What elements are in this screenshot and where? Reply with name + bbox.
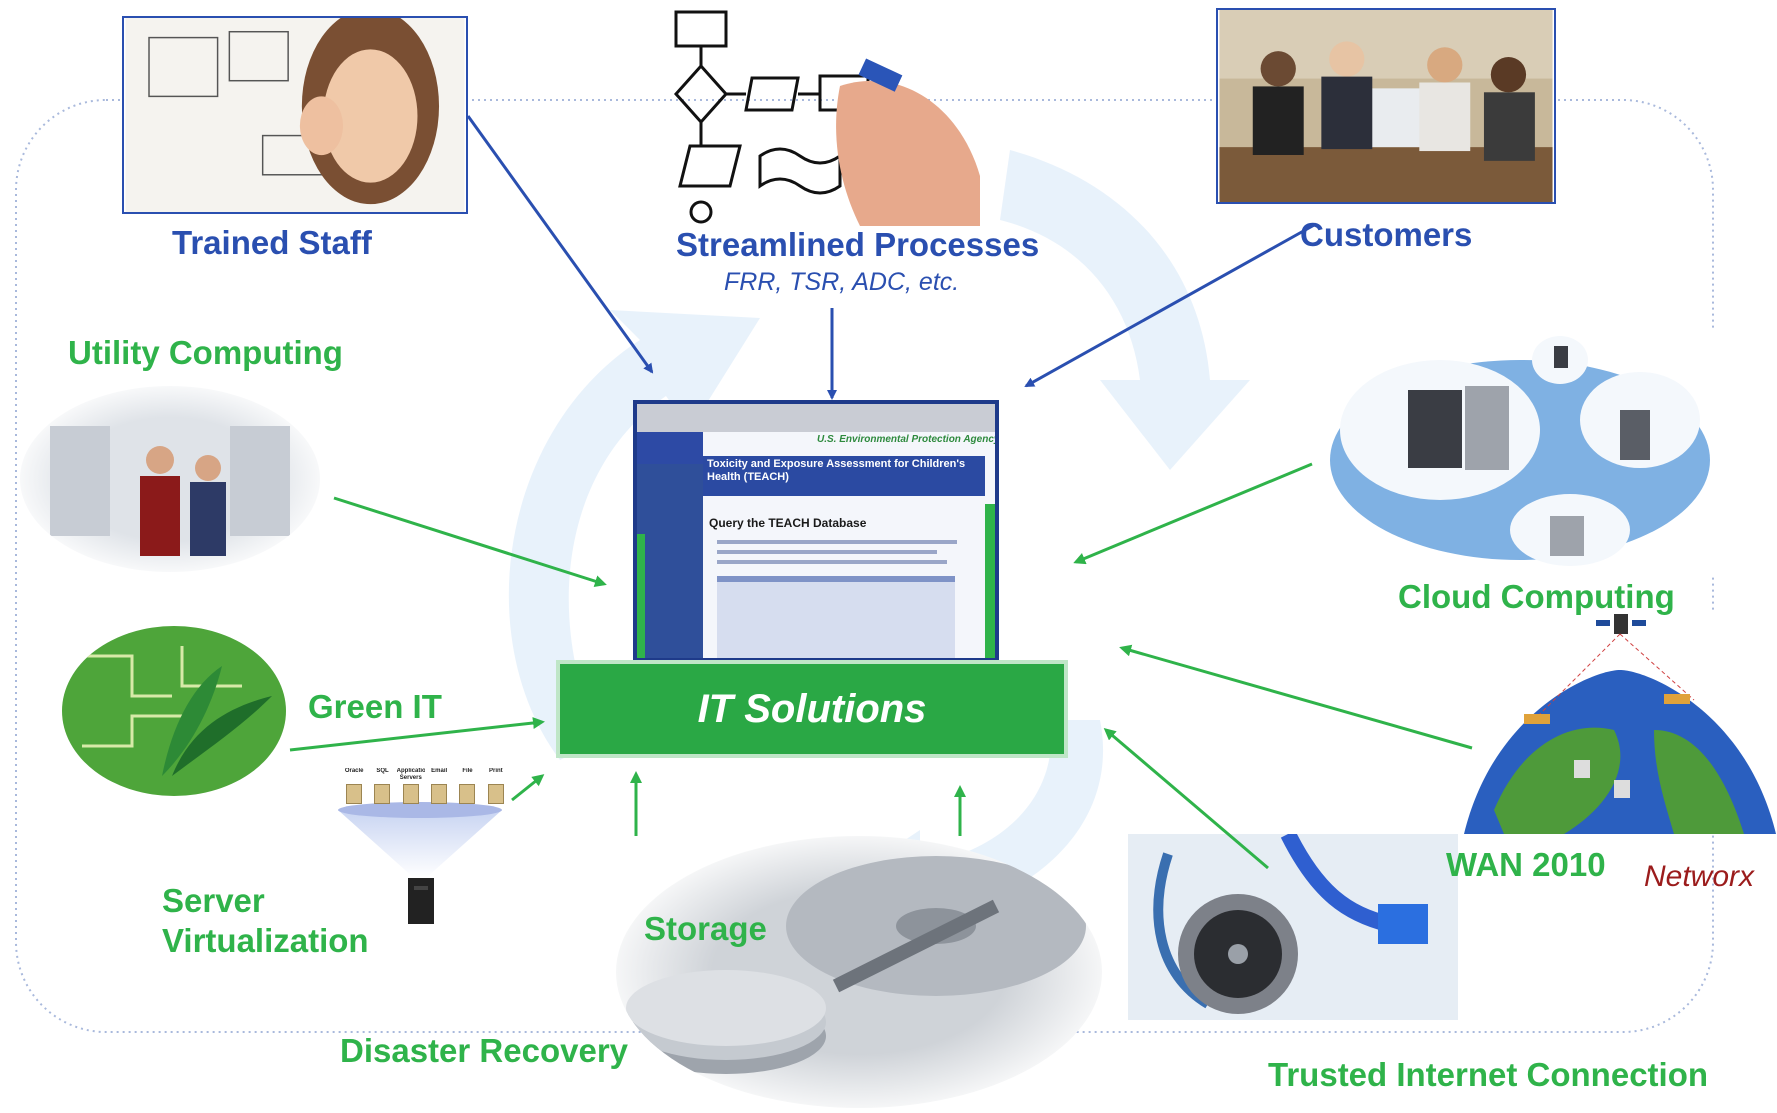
label-customers: Customers — [1300, 216, 1473, 253]
label-disaster-recovery: Disaster Recovery — [340, 1032, 629, 1069]
server-icon — [346, 784, 363, 804]
teach-website-screenshot: U.S. Environmental Protection Agency Tox… — [633, 400, 999, 662]
it-solutions-hub: IT Solutions — [556, 660, 1068, 758]
cable-lock-image — [1128, 834, 1458, 1020]
screenshot-text-line — [717, 560, 947, 564]
screenshot-green-edge — [985, 504, 995, 658]
virtual-server: Email — [425, 768, 453, 804]
screenshot-sidebar — [637, 464, 703, 658]
customers-photo — [1216, 8, 1556, 204]
virtual-server: Application Servers — [397, 768, 425, 804]
label-storage: Storage — [644, 910, 767, 947]
server-icon — [374, 784, 391, 804]
screenshot-agency: U.S. Environmental Protection Agency — [817, 434, 999, 445]
cycle-arrow-right — [1000, 150, 1250, 470]
cloud-computing-image — [1320, 330, 1724, 574]
cycle-arrow-left — [508, 310, 760, 760]
label-server-virtualization-line1: Server — [162, 882, 265, 919]
virtualization-server-list: Oracle SQL Application Servers Email File Pri… — [340, 768, 510, 812]
server-icon — [402, 784, 419, 804]
server-icon — [459, 784, 476, 804]
virtual-server-label: File — [462, 768, 473, 774]
screenshot-text-line — [717, 550, 937, 554]
hard-drive-image — [616, 836, 1102, 1108]
label-utility-computing: Utility Computing — [68, 334, 343, 371]
virtual-server-label: Application Servers — [396, 768, 425, 781]
browser-toolbar — [637, 404, 995, 432]
label-trained-staff: Trained Staff — [172, 224, 372, 261]
screenshot-site-title: Toxicity and Exposure Assessment for Chi… — [707, 458, 966, 483]
label-server-virtualization-line2: Virtualization — [162, 922, 369, 959]
virtual-server: Oracle — [340, 768, 368, 804]
network-globe-image — [1464, 610, 1776, 834]
screenshot-query-panel — [717, 576, 955, 658]
green-it-image — [62, 626, 286, 796]
trained-staff-photo — [122, 16, 468, 214]
virtual-server-label: SQL — [376, 768, 389, 774]
virtual-server: File — [453, 768, 481, 804]
screenshot-green-edge — [637, 534, 645, 658]
server-virtualization-graphic — [330, 760, 510, 928]
label-wan-2010: WAN 2010 — [1446, 846, 1606, 883]
label-trusted-internet-connection: Trusted Internet Connection — [1268, 1056, 1709, 1093]
screenshot-header — [703, 456, 985, 496]
label-streamlined-processes: Streamlined Processes — [676, 226, 1040, 263]
label-streamlined-processes-sub: FRR, TSR, ADC, etc. — [724, 268, 960, 296]
virtual-server-label: Print — [488, 768, 503, 774]
flowchart-hand-image — [660, 6, 990, 226]
virtual-server: Print — [482, 768, 510, 804]
virtual-server-label: Oracle — [344, 768, 364, 774]
hub-label: IT Solutions — [697, 686, 927, 731]
label-green-it: Green IT — [308, 688, 442, 725]
server-icon — [431, 784, 448, 804]
server-icon — [487, 784, 504, 804]
screenshot-text-line — [717, 540, 957, 544]
virtual-server: SQL — [368, 768, 396, 804]
screenshot-page-heading: Query the TEACH Database — [709, 516, 867, 530]
utility-computing-image — [20, 386, 320, 572]
label-cloud-computing: Cloud Computing — [1398, 578, 1675, 615]
label-networx: Networx — [1644, 860, 1755, 893]
virtual-server-label: Email — [431, 768, 448, 774]
